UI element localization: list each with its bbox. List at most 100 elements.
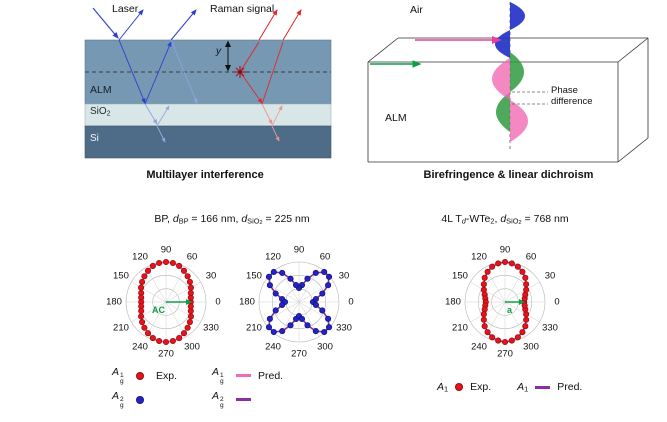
exp-dot: [481, 274, 488, 281]
polar-angle-label: 90: [294, 245, 305, 256]
exp-dot: [481, 323, 488, 330]
exp-dot: [272, 290, 279, 297]
wte2-legend: A1 Exp. A1 Pred.: [437, 381, 582, 394]
polar-angle-label: 150: [246, 271, 262, 282]
polar-angle-label: 210: [452, 323, 468, 334]
raman-signal-label: Raman signal: [210, 3, 275, 15]
exp-dot: [138, 284, 145, 291]
polar-angle-label: 150: [452, 271, 468, 282]
alm-box-label: ALM: [385, 112, 407, 124]
y-depth-label: y: [216, 46, 221, 57]
legend-pred-label: Pred.: [557, 381, 583, 394]
exp-dot: [480, 281, 487, 288]
blue-wave-lobe: [495, 30, 510, 58]
polar-angle-label: 240: [265, 342, 281, 353]
exp-dot: [287, 275, 294, 282]
polar-angle-label: 330: [203, 323, 219, 334]
exp-dot: [508, 337, 515, 344]
polar-grid-spoke: [470, 301, 506, 323]
polar-angle-label: 0: [348, 297, 353, 308]
birefringence-diagram: [367, 2, 649, 163]
red-dot-marker: [455, 383, 464, 392]
blue-wave-lobe: [510, 2, 525, 30]
polar-grid-spoke: [131, 281, 167, 303]
legend-pred-label: Pred.: [258, 369, 284, 382]
sio2-layer-label: SiO2: [90, 106, 111, 118]
polar-angle-label: 240: [132, 342, 148, 353]
exp-dot: [187, 313, 194, 320]
polar-grid-spoke: [470, 281, 506, 303]
exp-dot: [321, 328, 328, 336]
exp-dot: [186, 278, 193, 285]
polar-angle-label: 30: [206, 271, 217, 282]
exp-dot: [312, 295, 319, 303]
exp-dot: [522, 323, 529, 330]
red-dot-marker: [136, 371, 144, 380]
air-label: Air: [410, 4, 423, 16]
polar-angle-label: 90: [161, 245, 172, 256]
phase-difference-dashes: [512, 91, 548, 105]
polar-angle-label: 120: [471, 251, 487, 262]
exp-dot: [304, 275, 311, 282]
exp-dot: [292, 282, 300, 289]
exp-dot: [522, 274, 529, 281]
polar-angle-label: 60: [320, 251, 331, 262]
exp-dot: [312, 269, 319, 276]
wte2-plot-title: 4L Td-WTe2, dSiO2 = 768 nm: [441, 213, 569, 226]
pink-wave-lobe: [510, 100, 528, 142]
exp-dot: [508, 260, 515, 267]
polar-angle-label: 0: [215, 297, 220, 308]
polar-grid-spoke: [131, 301, 167, 323]
exp-dot: [270, 268, 277, 276]
polar-angle-label: 180: [445, 297, 461, 308]
exp-dot: [187, 289, 194, 297]
exp-dot: [270, 328, 277, 336]
exp-dot: [325, 324, 333, 331]
polar-angle-label: 150: [113, 271, 129, 282]
polar-angle-label: 30: [339, 271, 350, 282]
exp-dot: [501, 338, 509, 346]
exp-dot: [180, 330, 188, 337]
exp-dot: [162, 258, 170, 266]
exp-dot: [176, 335, 183, 342]
exp-dot: [162, 338, 170, 346]
polar-angle-label: 180: [106, 297, 122, 308]
exp-dot: [144, 330, 152, 337]
axis-annotation-arrowhead: [186, 299, 192, 305]
exp-dot: [180, 267, 188, 274]
si-layer-label: Si: [90, 133, 99, 144]
exp-dot: [312, 328, 319, 335]
exp-dot: [149, 335, 156, 342]
exp-dot: [523, 281, 530, 288]
exp-dot: [156, 337, 163, 345]
phase-difference-line1: Phase: [551, 85, 578, 96]
polar-angle-label: 60: [187, 251, 198, 262]
raman-scattering-star-icon: [234, 66, 246, 78]
exp-dot: [144, 267, 152, 274]
exp-dot: [319, 290, 326, 297]
exp-dot: [523, 316, 530, 323]
exp-dot: [501, 258, 509, 266]
exp-dot: [279, 269, 286, 276]
exp-dot: [484, 329, 491, 336]
exp-dot: [139, 278, 146, 285]
legend-label-a1-pred: A1: [517, 381, 529, 394]
legend-exp-label: Exp.: [470, 381, 492, 394]
legend-exp-label: Exp.: [156, 369, 178, 382]
exp-dot: [489, 263, 496, 270]
exp-dot: [325, 282, 332, 289]
exp-dot: [325, 273, 333, 280]
exp-dot: [521, 302, 528, 309]
polar-angle-label: 240: [471, 342, 487, 353]
multilayer-interference-diagram: [84, 7, 332, 159]
raman-rays: [239, 9, 302, 142]
exp-dot: [265, 273, 273, 280]
exp-dot: [138, 307, 145, 315]
exp-dot: [141, 273, 148, 280]
exp-dot: [514, 334, 521, 341]
exp-dot: [184, 324, 191, 331]
wave-lobes: [492, 2, 528, 142]
exp-dot: [480, 316, 487, 323]
